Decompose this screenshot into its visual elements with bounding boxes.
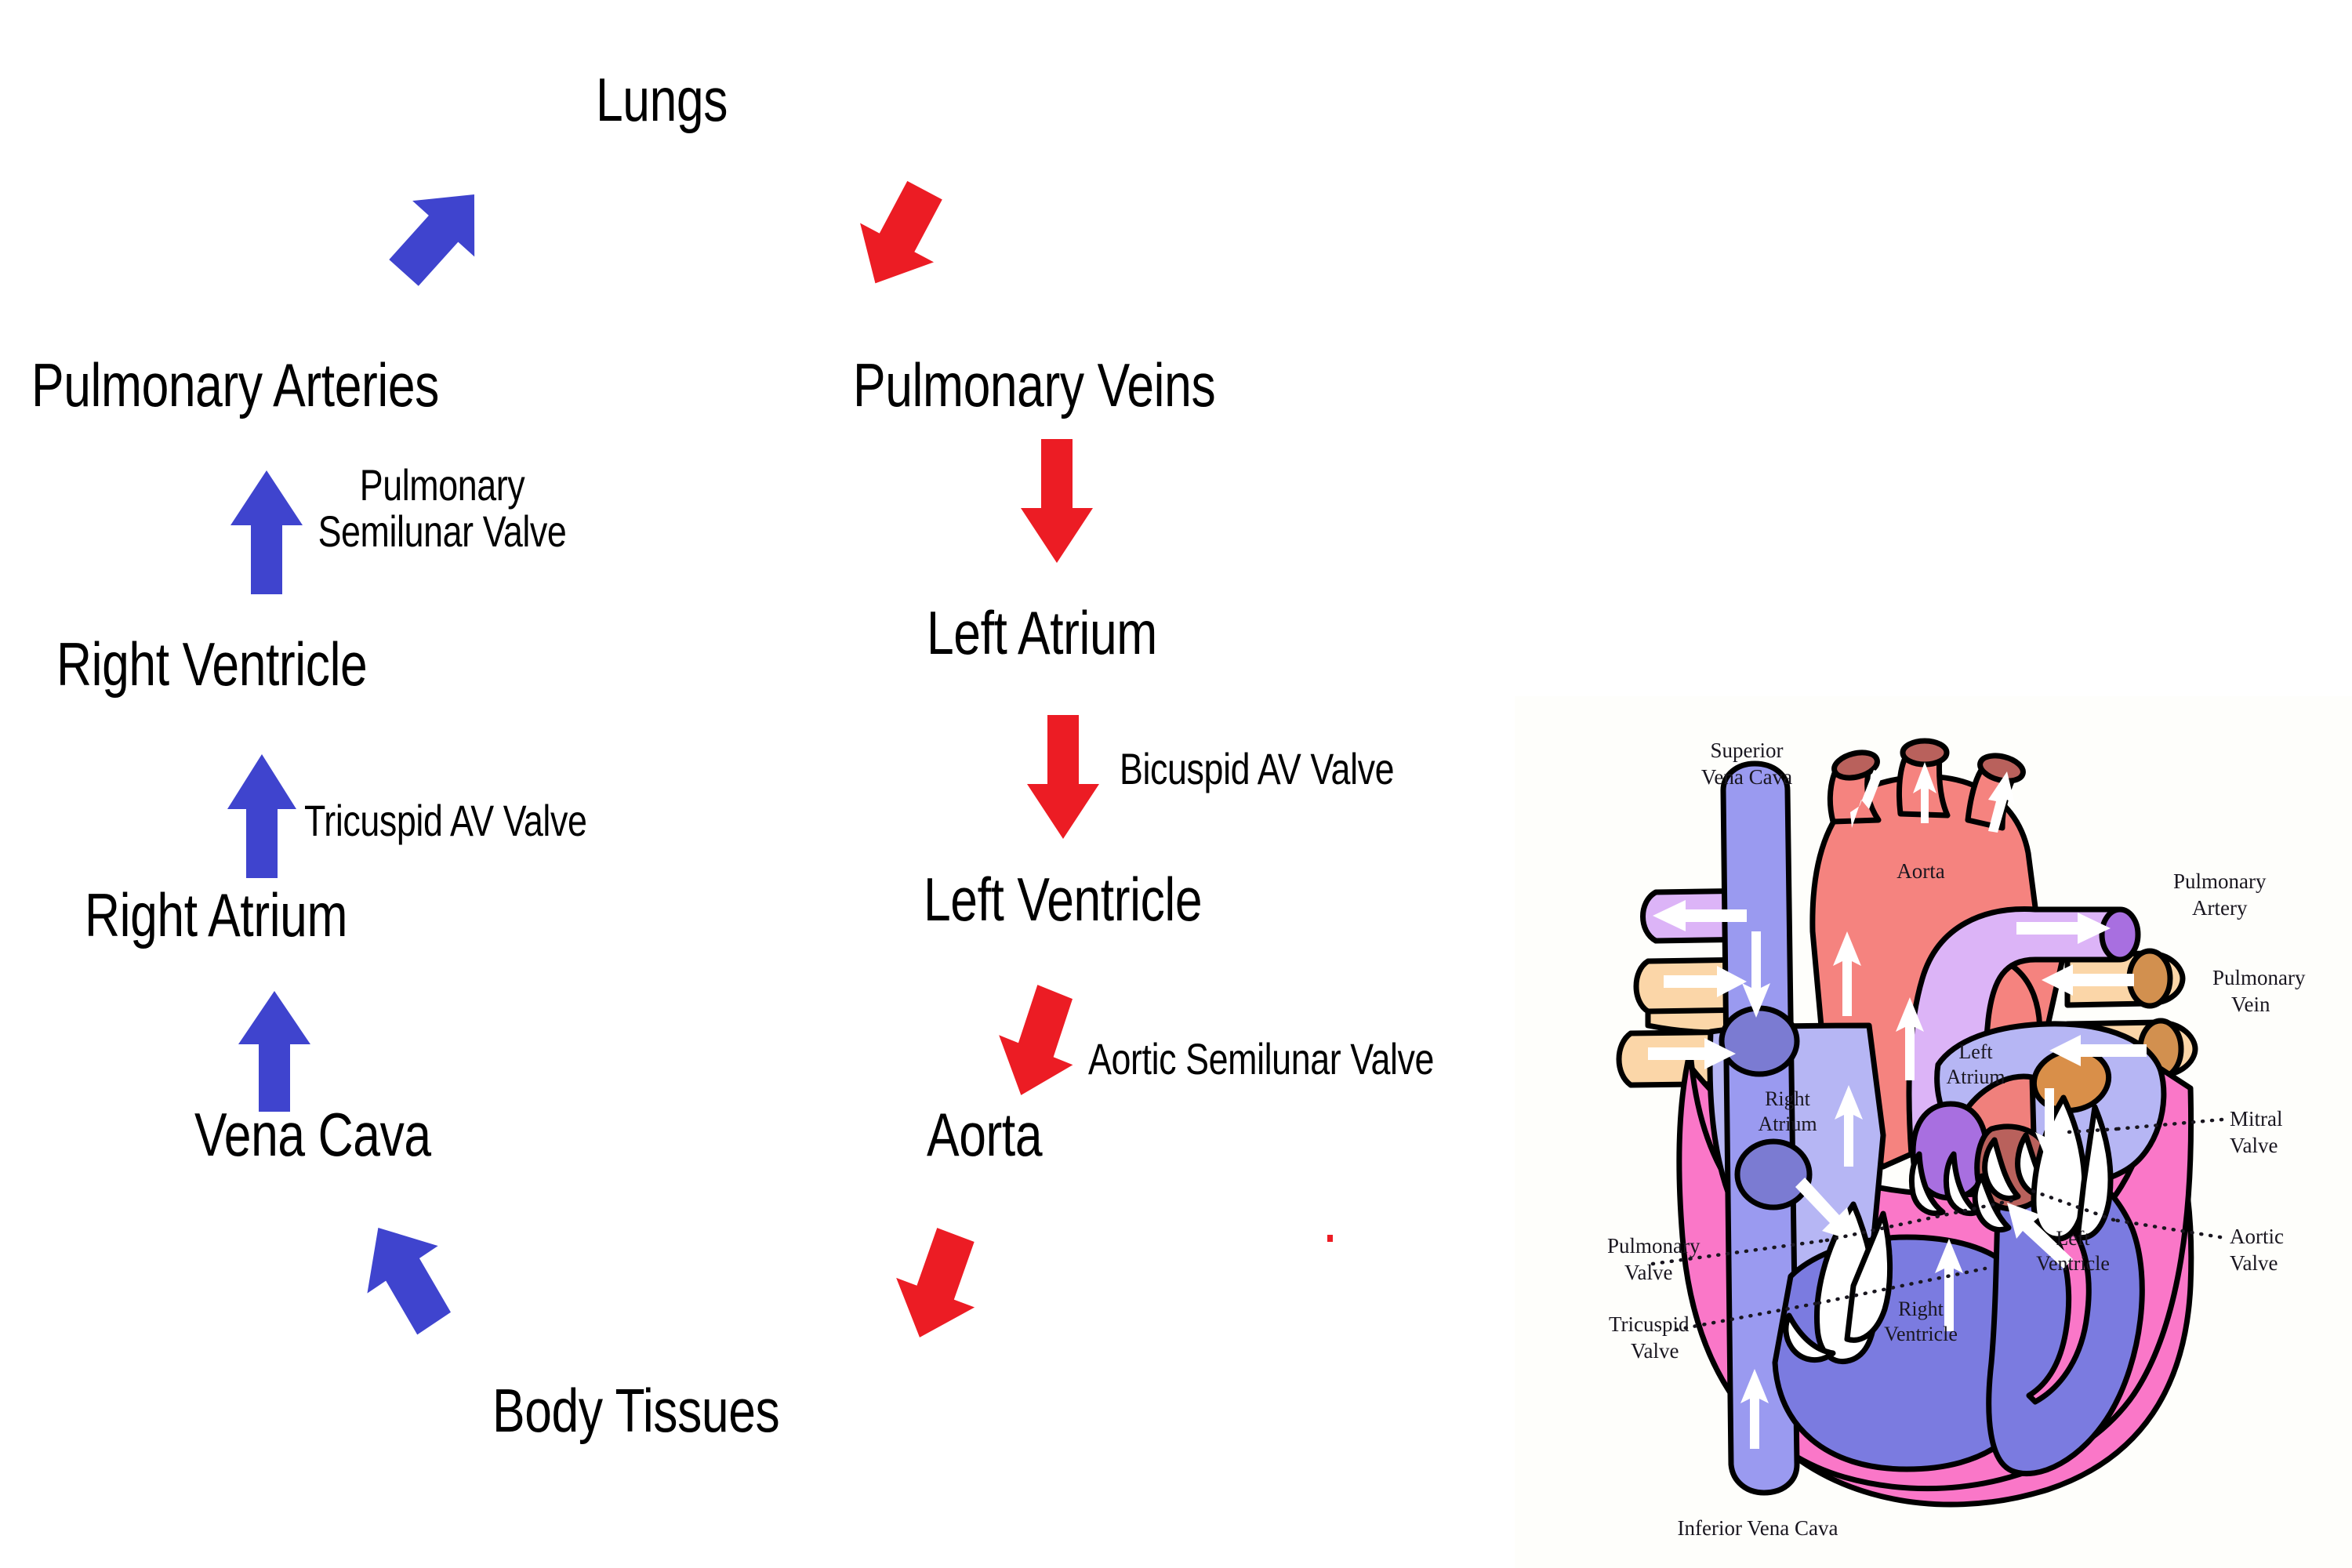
arrow-lungs-to-pulm-veins-icon — [845, 180, 955, 292]
label-left-atrium: Left Atrium — [927, 598, 1157, 667]
heart-label-right-ventricle-line2: Ventricle — [1884, 1323, 1958, 1345]
arrow-aorta-to-body-icon — [883, 1228, 993, 1343]
label-bicuspid-av-valve: Bicuspid AV Valve — [1120, 744, 1395, 793]
arrow-to-left-atrium-icon — [1019, 439, 1094, 564]
label-aortic-semilunar-valve: Aortic Semilunar Valve — [1088, 1034, 1435, 1083]
arrow-aortic-semilunar-icon — [986, 985, 1090, 1101]
heart-label-left-ventricle-line2: Ventricle — [2036, 1252, 2110, 1275]
label-right-ventricle: Right Ventricle — [56, 630, 368, 699]
arrow-to-lungs-icon — [384, 179, 494, 289]
heart-label-pulmonary-vein-line2: Vein — [2231, 993, 2270, 1016]
arrow-tricuspid-icon — [226, 753, 298, 878]
heart-label-left-atrium-line1: Left — [1958, 1040, 1993, 1063]
label-lungs: Lungs — [596, 65, 728, 134]
heart-label-pulmonary-artery-line2: Artery — [2192, 896, 2248, 920]
heart-label-pulmonary-vein-line1: Pulmonary — [2212, 966, 2306, 989]
label-pulmonary-veins: Pulmonary Veins — [853, 350, 1216, 419]
label-body-tissues: Body Tissues — [492, 1376, 780, 1445]
heart-label-tricuspid-valve-line1: Tricuspid — [1609, 1312, 1690, 1336]
arrow-body-to-vena-cava-icon — [351, 1217, 461, 1335]
heart-label-pulmonary-artery-line1: Pulmonary — [2173, 869, 2267, 893]
label-aorta: Aorta — [927, 1100, 1043, 1169]
heart-label-left-atrium-line2: Atrium — [1946, 1065, 2005, 1088]
leader-tricuspid-valve — [1674, 1301, 1821, 1332]
heart-label-inferior-vena-cava: Inferior Vena Cava — [1678, 1516, 1838, 1540]
heart-label-right-ventricle-line1: Right — [1898, 1298, 1944, 1320]
label-vena-cava: Vena Cava — [194, 1100, 431, 1169]
heart-label-mitral-valve-line2: Valve — [2230, 1134, 2278, 1157]
heart-label-right-atrium-line1: Right — [1765, 1087, 1811, 1110]
leader-aortic-valve — [2111, 1218, 2223, 1240]
leader-mitral-valve — [2114, 1117, 2224, 1131]
label-pulmonary-arteries: Pulmonary Arteries — [31, 350, 439, 419]
label-left-ventricle: Left Ventricle — [924, 865, 1203, 934]
heart-label-superior-vena-cava-line1: Superior — [1711, 739, 1784, 762]
arrow-pulmonary-semilunar-icon — [227, 469, 306, 594]
heart-label-superior-vena-cava-line2: Vena Cava — [1701, 765, 1792, 789]
label-pulmonary-semilunar-valve: Pulmonary Semilunar Valve — [318, 460, 567, 556]
heart-label-mitral-valve-line1: Mitral — [2230, 1107, 2283, 1131]
label-right-atrium: Right Atrium — [85, 880, 348, 949]
heart-label-aorta: Aorta — [1896, 859, 1944, 883]
label-tricuspid-av-valve: Tricuspid AV Valve — [304, 796, 587, 845]
arrow-bicuspid-icon — [1025, 715, 1101, 840]
heart-label-right-atrium-line2: Atrium — [1758, 1112, 1817, 1135]
render-artifact-dot — [1327, 1235, 1333, 1242]
arrow-vena-cava-to-atrium-icon — [235, 989, 314, 1112]
leader-pulmonary-valve — [1650, 1238, 1829, 1266]
heart-label-tricuspid-valve-line2: Valve — [1631, 1339, 1679, 1363]
heart-anatomy-illustration: Superior Vena Cava Aorta Pulmonary Arter… — [1515, 696, 2352, 1568]
heart-label-aortic-valve-line1: Aortic — [2230, 1225, 2284, 1248]
heart-label-pulmonary-valve-line2: Valve — [1624, 1261, 1672, 1284]
heart-label-pulmonary-valve-line1: Pulmonary — [1607, 1234, 1700, 1258]
heart-label-aortic-valve-line2: Valve — [2230, 1251, 2278, 1275]
heart-label-left-ventricle-line1: Left — [2056, 1227, 2090, 1250]
